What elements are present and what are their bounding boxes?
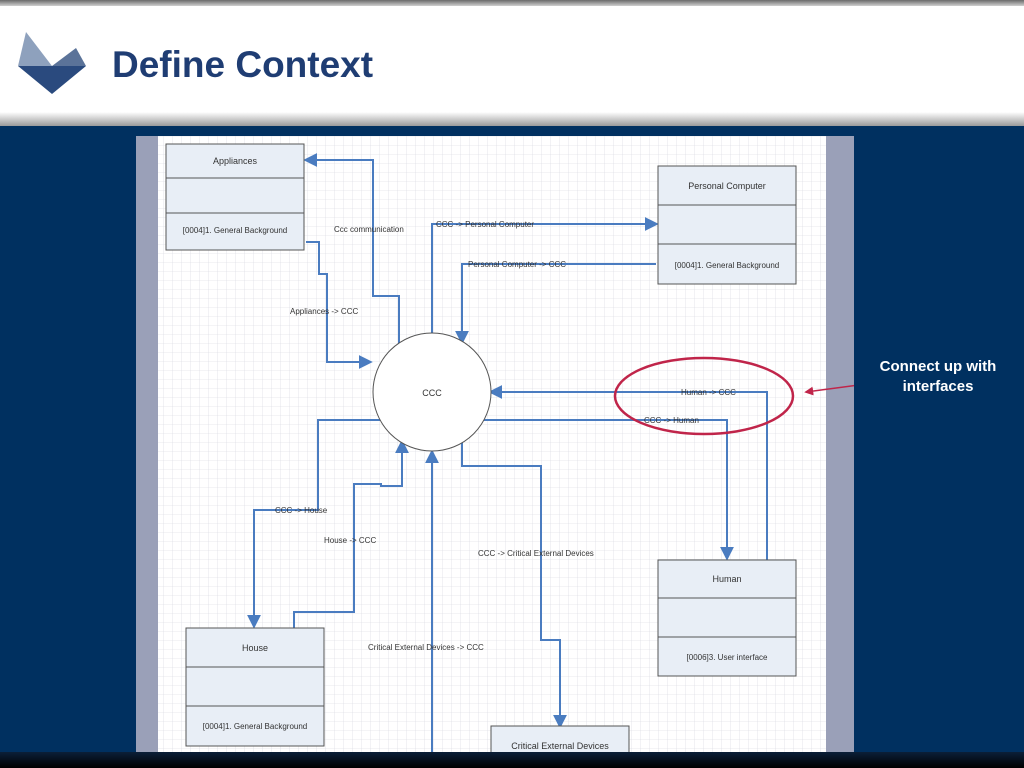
- flow-ccc-to-human: [483, 419, 734, 561]
- house-name: House: [242, 643, 268, 653]
- label-pc-to-ccc: Personal Computer -> CCC: [468, 260, 566, 269]
- footer-strip: [0, 752, 1024, 768]
- highlight-ellipse: [613, 356, 795, 436]
- human-reference: [0006]3. User interface: [687, 653, 768, 662]
- header-divider: [0, 112, 1024, 126]
- flow-ccc-communication: [303, 153, 400, 354]
- label-ccc-to-pc: CCC -> Personal Computer: [436, 220, 534, 229]
- entity-house[interactable]: House [0004]1. General Background: [185, 627, 325, 747]
- entity-appliances[interactable]: Appliances [0004]1. General Background: [165, 143, 305, 251]
- flow-ccc-to-pc: [431, 217, 659, 334]
- pc-name: Personal Computer: [688, 181, 766, 191]
- flow-ccc-to-house: [247, 419, 385, 629]
- flow-ccc-to-critical: [461, 442, 567, 729]
- top-border: [0, 0, 1024, 6]
- critical-name: Critical External Devices: [511, 741, 609, 751]
- flow-house-to-ccc: [293, 439, 409, 628]
- label-house-to-ccc: House -> CCC: [324, 536, 376, 545]
- label-critical-to-ccc: Critical External Devices -> CCC: [368, 643, 484, 652]
- label-appliances-to-ccc: Appliances -> CCC: [290, 307, 358, 316]
- entity-personal-computer[interactable]: Personal Computer [0004]1. General Backg…: [657, 165, 797, 285]
- ccc-process[interactable]: [372, 332, 492, 452]
- context-diagram: CCC Appliances [0004]1. General Backgrou…: [136, 136, 854, 768]
- pc-reference: [0004]1. General Background: [675, 261, 780, 270]
- label-human-to-ccc: Human -> CCC: [681, 388, 736, 397]
- ccc-process-label: CCC: [422, 388, 442, 398]
- entity-human[interactable]: Human [0006]3. User interface: [657, 559, 797, 677]
- slide-title: Define Context: [112, 44, 374, 85]
- logo-icon: [18, 32, 86, 94]
- flow-pc-to-ccc: [455, 263, 656, 345]
- highlight-arrow: [804, 384, 854, 396]
- label-ccc-to-human: CCC -> Human: [644, 416, 699, 425]
- flow-appliances-to-ccc: [306, 241, 373, 369]
- appliances-reference: [0004]1. General Background: [183, 226, 288, 235]
- flow-human-to-ccc: [488, 385, 768, 560]
- appliances-name: Appliances: [213, 156, 258, 166]
- house-reference: [0004]1. General Background: [203, 722, 308, 731]
- label-ccc-communication: Ccc communication: [334, 225, 404, 234]
- human-name: Human: [712, 574, 741, 584]
- label-ccc-to-house: CCC -> House: [275, 506, 328, 515]
- annotation-note: Connect up with interfaces: [879, 358, 997, 395]
- label-ccc-to-critical: CCC -> Critical External Devices: [478, 549, 594, 558]
- slide-header: Define Context: [0, 6, 1024, 118]
